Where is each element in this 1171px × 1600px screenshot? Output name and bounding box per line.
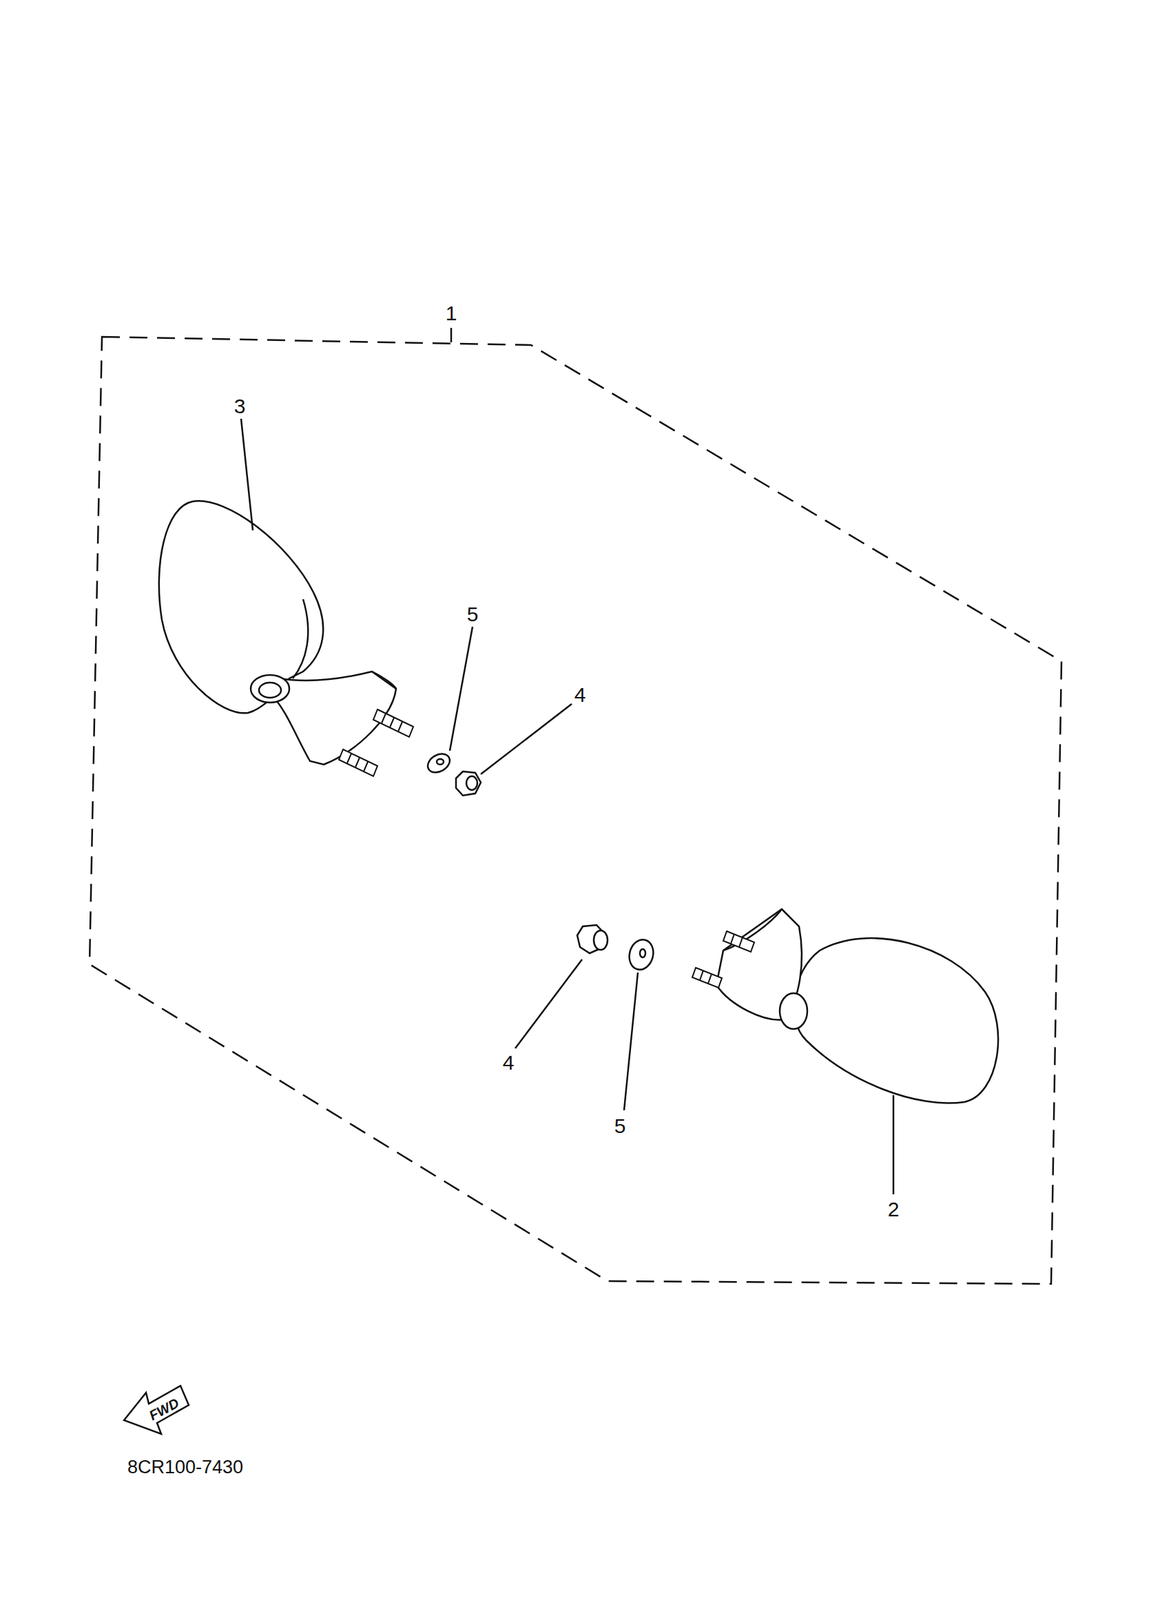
mirror-left bbox=[159, 500, 414, 777]
callout-number: 4 bbox=[502, 1052, 515, 1074]
callout-number: 4 bbox=[574, 684, 587, 706]
leader-line bbox=[241, 418, 253, 531]
leader-line bbox=[892, 1095, 895, 1195]
mirror-right bbox=[692, 909, 999, 1104]
leader-line bbox=[480, 703, 572, 775]
leader-line bbox=[515, 959, 583, 1049]
callout-number: 5 bbox=[467, 604, 479, 625]
kit-outline bbox=[89, 336, 1062, 1284]
washer bbox=[424, 750, 453, 777]
callout-number: 3 bbox=[234, 396, 246, 417]
callout-number: 1 bbox=[445, 303, 458, 324]
nut bbox=[577, 925, 608, 954]
diagram-code: 8CR100-7430 bbox=[127, 1458, 244, 1477]
callout-number: 2 bbox=[887, 1199, 900, 1220]
leader-line bbox=[450, 327, 453, 343]
forward-arrow bbox=[123, 1385, 189, 1435]
callout-number: 5 bbox=[614, 1115, 627, 1137]
leader-line bbox=[449, 626, 473, 751]
washer bbox=[626, 936, 657, 972]
leader-line bbox=[624, 972, 638, 1111]
nut bbox=[456, 771, 481, 796]
